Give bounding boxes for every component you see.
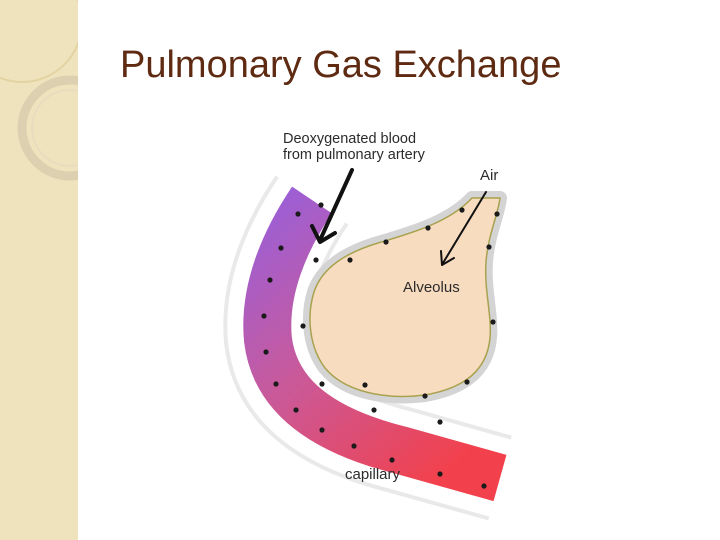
label-air: Air	[480, 167, 499, 184]
nucleus	[383, 239, 389, 245]
nucleus	[300, 323, 306, 329]
nucleus	[464, 379, 470, 385]
label-capillary: capillary	[345, 466, 401, 483]
nucleus	[319, 427, 325, 433]
decorative-circles	[0, 0, 78, 181]
nucleus	[293, 407, 299, 413]
nucleus	[459, 207, 465, 213]
arrow-shaft	[442, 191, 487, 264]
nucleus	[389, 457, 395, 463]
nucleus	[267, 277, 273, 283]
nucleus	[437, 419, 443, 425]
nucleus	[263, 349, 269, 355]
nucleus	[494, 211, 500, 217]
nucleus	[319, 381, 325, 387]
label-deoxygenated-line1: Deoxygenated blood	[283, 131, 417, 147]
slide-title: Pulmonary Gas Exchange	[120, 44, 562, 86]
nucleus	[490, 319, 496, 325]
arrow-deoxygenated-blood	[310, 168, 354, 244]
capillary-blood	[243, 186, 507, 502]
nucleus	[313, 257, 319, 263]
cell-nuclei	[261, 202, 500, 489]
arrow-head	[310, 224, 337, 244]
arrow-head	[440, 250, 455, 266]
label-deoxygenated-blood: Deoxygenated blood from pulmonary artery	[283, 131, 425, 163]
label-alveolus: Alveolus	[403, 279, 460, 296]
nucleus	[273, 381, 279, 387]
label-deoxygenated-line2: from pulmonary artery	[283, 147, 425, 163]
nucleus	[437, 471, 443, 477]
nucleus	[362, 382, 368, 388]
capillary	[223, 175, 512, 521]
nucleus	[486, 244, 492, 250]
nucleus	[278, 245, 284, 251]
arrow-shaft	[319, 168, 354, 240]
nucleus	[371, 407, 377, 413]
decorative-sidebar	[0, 0, 78, 540]
nucleus	[422, 393, 428, 399]
nucleus	[347, 257, 353, 263]
nucleus	[481, 483, 487, 489]
nucleus	[351, 443, 357, 449]
nucleus	[295, 211, 301, 217]
nucleus	[425, 225, 431, 231]
nucleus	[318, 202, 324, 208]
nucleus	[261, 313, 267, 319]
arrow-air	[440, 191, 487, 266]
